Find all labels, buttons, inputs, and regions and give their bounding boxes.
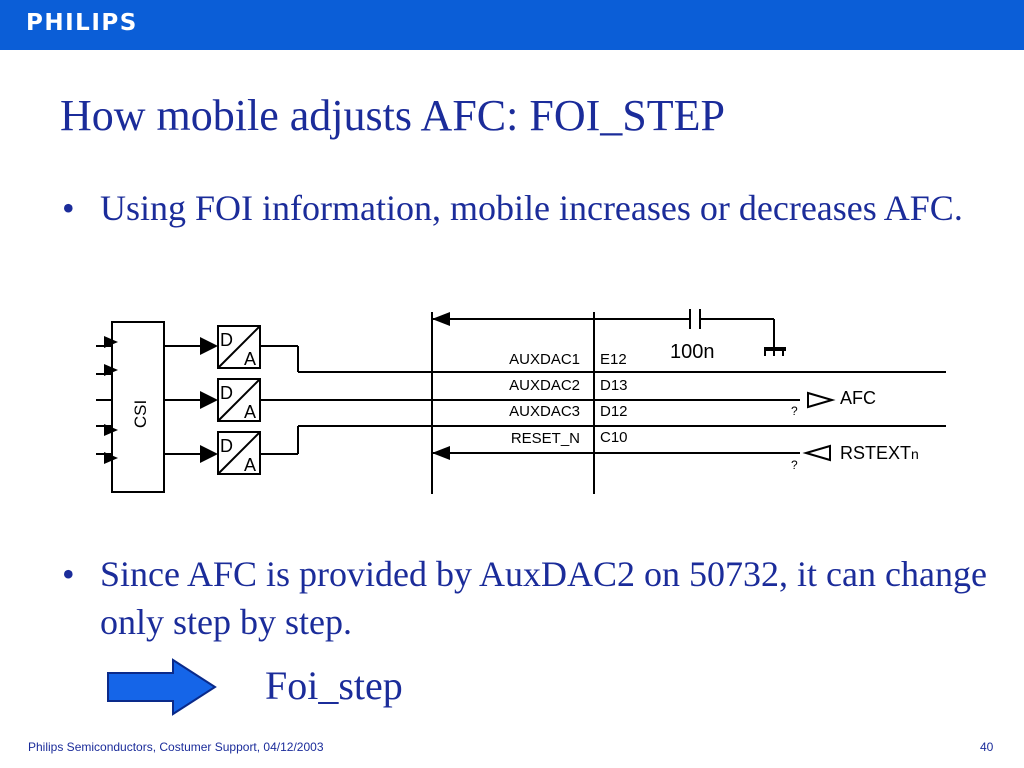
converter-d-label: D	[220, 436, 233, 456]
signal-label-auxdac3: AUXDAC3	[509, 403, 580, 420]
footer-text: Philips Semiconductors, Costumer Support…	[28, 740, 324, 754]
converter-a-label: A	[244, 402, 256, 422]
bullet-text: Since AFC is provided by AuxDAC2 on 5073…	[100, 554, 987, 642]
converter-d-label: D	[220, 330, 233, 350]
signal-label-auxdac1: AUXDAC1	[509, 351, 580, 368]
bullet-text: Using FOI information, mobile increases …	[100, 188, 963, 228]
signal-label-reset: RESET_N	[511, 430, 580, 447]
pin-label-e12: E12	[600, 351, 627, 368]
question-mark-label: ?	[791, 458, 798, 472]
ground-icon	[764, 347, 786, 356]
bullet-item-2: • Since AFC is provided by AuxDAC2 on 50…	[62, 550, 992, 646]
bullet-marker: •	[62, 188, 75, 228]
circuit-diagram: CSI D A D A D A AUXDAC1 AUXDAC2 AUXDAC3 …	[96, 309, 946, 494]
converter-a-label: A	[244, 455, 256, 475]
slide-title: How mobile adjusts AFC: FOI_STEP	[60, 91, 725, 140]
rstext-output-label: RSTEXTn	[840, 443, 919, 463]
pin-label-d12: D12	[600, 403, 628, 420]
pin-label-d13: D13	[600, 377, 628, 394]
converter-a-label: A	[244, 349, 256, 369]
capacitor-label: 100n	[670, 341, 715, 363]
converter-d-label: D	[220, 383, 233, 403]
bullet-marker: •	[62, 554, 75, 594]
csi-label: CSI	[131, 400, 150, 428]
foi-step-label: Foi_step	[265, 663, 403, 708]
right-arrow-icon	[107, 658, 217, 716]
pin-label-c10: C10	[600, 429, 628, 446]
philips-logo: PHILIPS	[26, 10, 138, 36]
question-mark-label: ?	[791, 404, 798, 418]
page-number: 40	[980, 740, 994, 754]
signal-label-auxdac2: AUXDAC2	[509, 377, 580, 394]
bullet-item-1: • Using FOI information, mobile increase…	[62, 184, 992, 232]
header-bar: PHILIPS	[0, 0, 1024, 50]
csi-block	[111, 321, 165, 493]
afc-output-label: AFC	[840, 388, 876, 408]
